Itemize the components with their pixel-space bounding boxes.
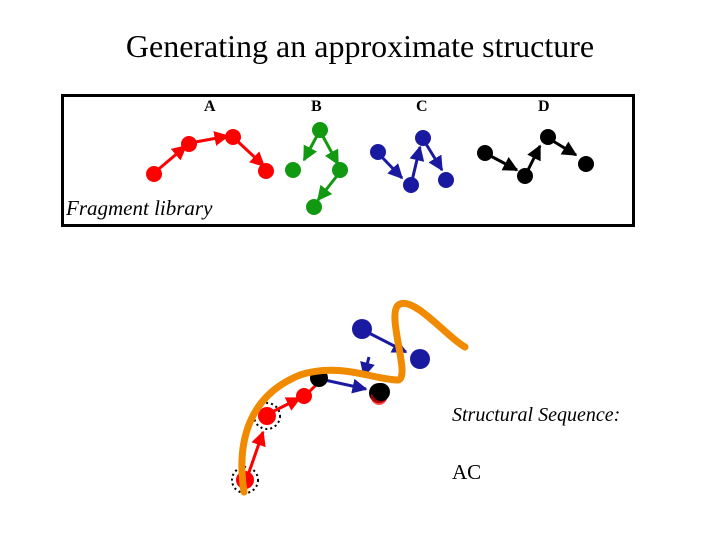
fragment-b — [285, 122, 348, 215]
fragment-label-d: D — [538, 98, 550, 115]
slide-title: Generating an approximate structure — [125, 28, 595, 64]
fragment-library-label: Fragment library — [66, 196, 213, 220]
fragment-label-c: C — [416, 98, 428, 115]
fragment-c — [370, 130, 454, 193]
structural-sequence-label: Structural Sequence: — [452, 404, 621, 426]
fragment-d — [477, 129, 594, 184]
fragment-label-b: B — [311, 98, 322, 115]
structural-sequence-value: AC — [452, 460, 482, 484]
fragment-label-a: A — [204, 98, 216, 115]
fragment-a — [146, 129, 274, 182]
backbone-trace — [238, 300, 469, 496]
